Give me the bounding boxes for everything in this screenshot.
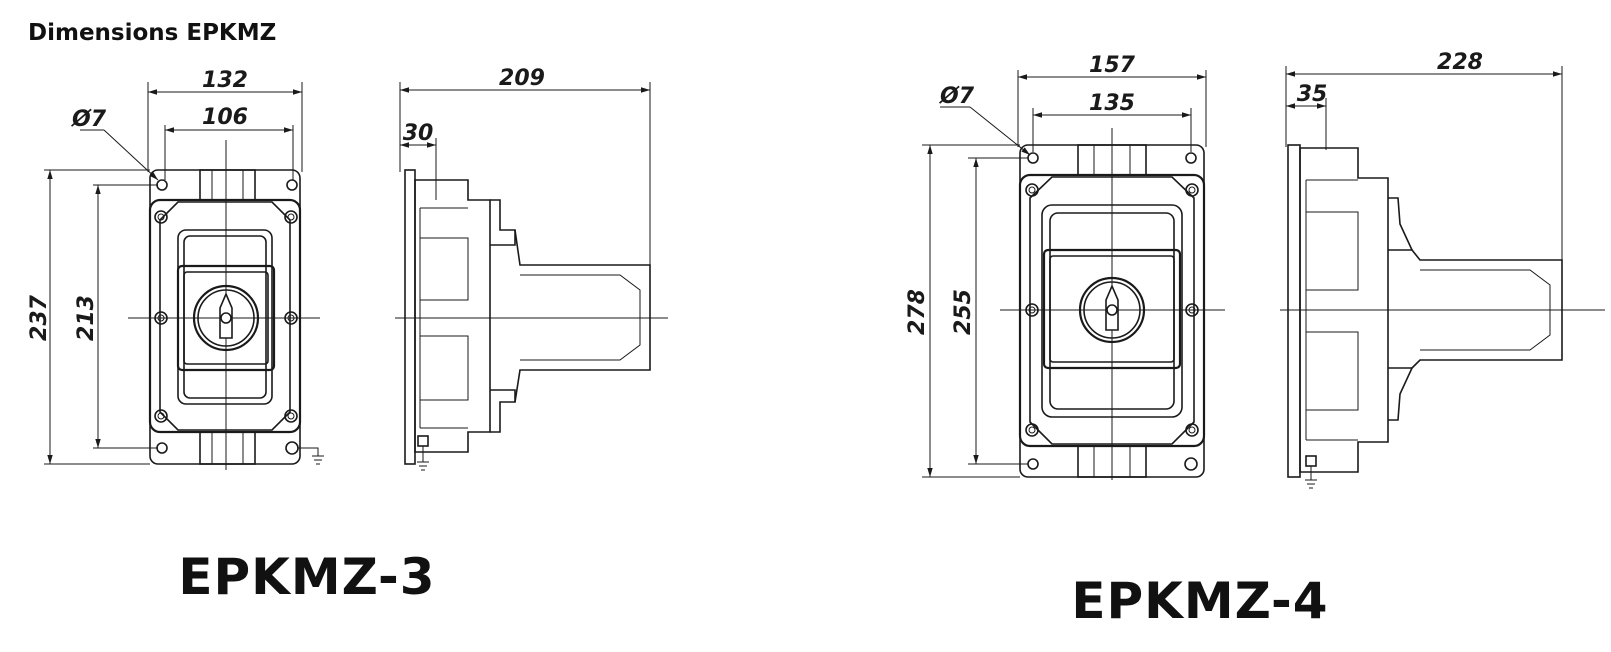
- epkmz3-side-view: [395, 169, 668, 471]
- epkmz4-side-dimensions: 228 35: [1285, 50, 1563, 260]
- epkmz3-side-dimensions: 209 30: [399, 66, 651, 265]
- dim-epkmz3-hole: Ø7: [70, 107, 107, 132]
- page-title: Dimensions EPKMZ: [28, 20, 276, 46]
- dim-epkmz4-depth: 228: [1437, 50, 1483, 75]
- dim-epkmz3-depth: 209: [499, 66, 545, 91]
- dim-epkmz3-width-holes: 106: [202, 105, 248, 130]
- epkmz4-front-dimensions: 157 135 Ø7 278 255: [905, 53, 1207, 478]
- epkmz3-front-dimensions: 132 106 Ø7 237 213: [27, 68, 303, 465]
- dim-epkmz4-height-holes: 255: [951, 289, 976, 335]
- model-name-epkmz3: EPKMZ-3: [178, 548, 435, 606]
- dim-epkmz4-width-outer: 157: [1089, 53, 1136, 78]
- model-name-epkmz4: EPKMZ-4: [1071, 572, 1328, 630]
- dim-epkmz4-lid: 35: [1297, 82, 1328, 107]
- dim-epkmz4-hole: Ø7: [938, 84, 975, 109]
- epkmz3-front-view: [128, 140, 324, 470]
- dim-epkmz3-lid: 30: [403, 121, 434, 146]
- dim-epkmz3-height-outer: 237: [27, 294, 52, 341]
- dim-epkmz4-width-holes: 135: [1089, 91, 1135, 116]
- dim-epkmz4-height-outer: 278: [905, 289, 930, 335]
- epkmz4-side-view: [1280, 144, 1605, 489]
- epkmz4-front-view: [1000, 128, 1225, 480]
- dim-epkmz3-width-outer: 132: [202, 68, 248, 93]
- dim-epkmz3-height-holes: 213: [74, 295, 99, 341]
